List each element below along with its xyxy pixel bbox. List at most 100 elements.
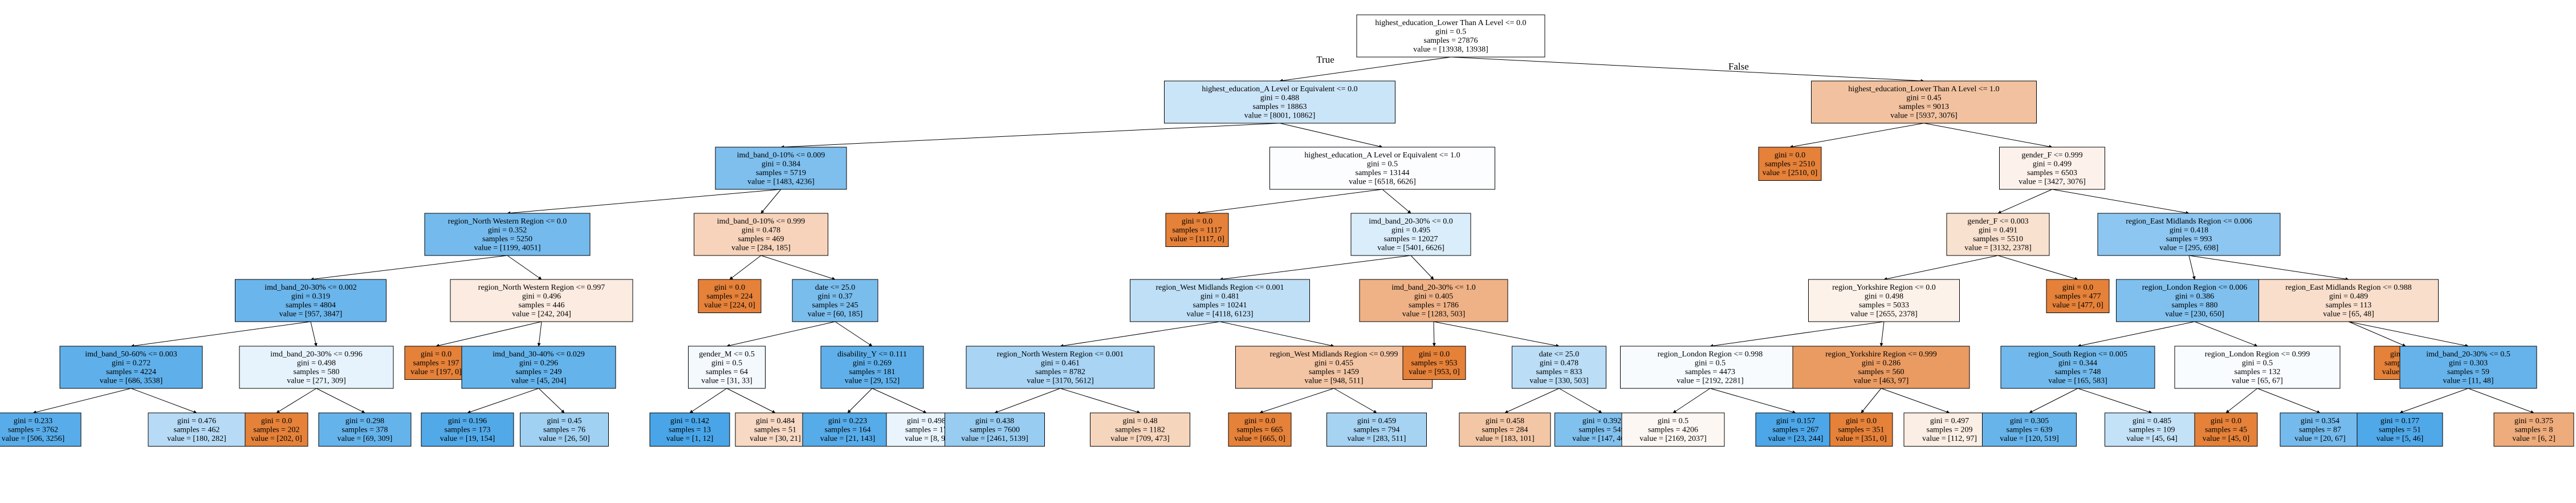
tree-edge [1789, 123, 1924, 149]
tree-edge [2188, 255, 2349, 281]
tree-node-line: value = [8, 9] [905, 435, 948, 443]
tree-edge [507, 189, 782, 215]
tree-node-box [450, 279, 633, 322]
tree-edge [436, 321, 542, 347]
tree-node-line: value = [957, 3847] [279, 310, 343, 319]
tree-edge [2077, 321, 2195, 347]
tree-node-line: samples = 8 [2515, 426, 2553, 435]
tree-edge [780, 123, 1280, 149]
tree-node-line: value = [29, 152] [845, 377, 900, 386]
tree-node-line: value = [180, 282] [167, 435, 226, 443]
tree-node-line: imd_band_20-30% <= 0.5 [2426, 350, 2510, 359]
tree-edge [2399, 388, 2469, 414]
tree-node-box [1758, 147, 1822, 181]
tree-node-box [2357, 412, 2443, 447]
tree-node-line: gini = 0.489 [2329, 293, 2368, 301]
tree-node-line: value = [147, 402] [1572, 435, 1631, 443]
tree-edge [2052, 189, 2190, 215]
tree-node-box [1792, 346, 1970, 389]
tree-edge [2188, 255, 2196, 280]
tree-node-box [1459, 412, 1551, 447]
tree-node-line: value = [1483, 4236] [747, 178, 815, 186]
tree-node-line: imd_band_20-30% <= 0.996 [270, 350, 363, 359]
tree-node-line: value = [8001, 10862] [1244, 112, 1316, 120]
tree-node-line: region_West Midlands Region <= 0.001 [1155, 283, 1284, 292]
tree-edge [1259, 388, 1334, 414]
tree-node-line: gini = 0.177 [2380, 417, 2419, 425]
tree-edge [726, 321, 836, 347]
tree-node-line: value = [3170, 5612] [1027, 377, 1094, 386]
nodes-layer: highest_education_Lower Than A Level <= … [0, 14, 2574, 447]
tree-node-box [404, 346, 468, 380]
tree-node-box [461, 346, 616, 389]
tree-edge [1710, 321, 1885, 348]
tree-node-line: samples = 12027 [1384, 235, 1438, 244]
tree-edge [2077, 388, 2152, 414]
tree-node-box [148, 412, 246, 447]
tree-node-line: gini = 0.459 [1357, 417, 1396, 425]
tree-node-line: value = [2192, 2281] [1676, 377, 1744, 386]
tree-node-line: value = [295, 698] [2159, 244, 2219, 253]
tree-edge [2348, 321, 2406, 347]
tree-node-line: gini = 0.37 [817, 293, 852, 301]
tree-node-n2: highest_education_Lower Than A Level <= … [1811, 80, 2037, 124]
tree-edge [1881, 388, 1950, 414]
tree-edge [537, 321, 542, 347]
tree-node-line: samples = 5510 [1973, 235, 2023, 244]
tree-node-line: value = [1283, 503] [1402, 310, 1466, 319]
tree-node-n17: region_West Midlands Region <= 0.001gini… [1130, 279, 1310, 322]
tree-node-line: value = [120, 519] [2000, 435, 2059, 443]
tree-edge [507, 255, 542, 280]
tree-node-line: gender_F <= 0.003 [1967, 217, 2028, 226]
tree-node-line: gini = 0.497 [1930, 417, 1969, 425]
tree-node-line: gini = 0.142 [670, 417, 709, 425]
tree-node-line: gini = 0.458 [1486, 417, 1524, 425]
tree-node-line: value = [283, 511] [1347, 435, 1406, 443]
tree-node-line: samples = 1117 [1173, 226, 1222, 235]
tree-node-box [698, 279, 762, 313]
tree-node-line: value = [19, 154] [440, 435, 495, 443]
tree-node-n4: highest_education_A Level or Equivalent … [1269, 147, 1495, 190]
tree-node-line: gini = 0.344 [2058, 359, 2097, 368]
tree-node-line: samples = 173 [445, 426, 491, 435]
tree-node-box [1755, 412, 1836, 447]
tree-node-box [1269, 147, 1495, 190]
tree-node-line: samples = 953 [1411, 359, 1458, 368]
tree-node-line: gini = 0.45 [1906, 94, 1941, 103]
tree-node-line: gini = 0.233 [14, 417, 52, 425]
tree-node-line: samples = 197 [413, 359, 459, 368]
tree-node-line: value = [242, 204] [512, 310, 571, 319]
tree-node-box [1829, 412, 1893, 447]
tree-node-box [1620, 346, 1800, 389]
tree-node-line: disability_Y <= 0.111 [837, 350, 907, 359]
tree-node-box [1326, 412, 1427, 447]
tree-node-line: gini = 0.0 [1244, 417, 1275, 425]
tree-node-line: samples = 639 [2007, 426, 2053, 435]
tree-node-line: gini = 0.5 [1367, 160, 1398, 169]
tree-node-line: samples = 794 [1354, 426, 1400, 435]
tree-node-line: imd_band_20-30% <= 0.0 [1369, 217, 1453, 226]
tree-edge [131, 321, 311, 348]
tree-node-line: samples = 880 [2172, 301, 2218, 310]
tree-edge [872, 388, 927, 413]
tree-node-line: samples = 132 [2235, 368, 2281, 376]
tree-node-box [1165, 213, 1229, 247]
tree-node-line: gini = 0.0 [1846, 417, 1877, 425]
tree-node-box [1946, 213, 2050, 256]
tree-node-box [2399, 346, 2537, 389]
tree-node-line: value = [284, 185] [731, 244, 791, 253]
tree-node-line: gini = 0.0 [421, 350, 451, 359]
